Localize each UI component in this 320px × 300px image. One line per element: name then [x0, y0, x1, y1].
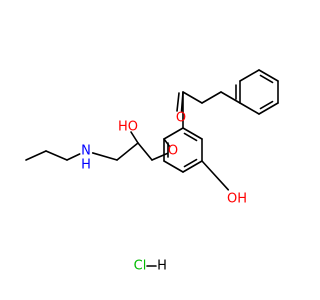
atom-label-chlorine: Cl	[134, 259, 147, 274]
atom-label-hcl-hydrogen: H	[157, 259, 167, 274]
ether-bond-ring	[163, 138, 171, 147]
side-chain-bond	[116, 142, 139, 161]
phenyl-bond	[239, 102, 260, 115]
benzene-double-bond	[183, 158, 198, 168]
atom-label-nitrogen-h: H	[81, 158, 91, 173]
phenol-bond	[201, 160, 230, 191]
stereo-hash-bond	[130, 131, 139, 144]
chain-bond	[182, 91, 203, 104]
amine-bond	[91, 152, 118, 161]
propyl-bond	[25, 150, 47, 161]
phenyl-double-bond	[259, 74, 274, 84]
chain-bond	[201, 91, 222, 104]
atom-label-hydroxy-chiral: HO	[118, 120, 138, 135]
atom-label-carbonyl-o: O	[176, 111, 186, 126]
propyl-bond	[66, 153, 81, 161]
phenyl-bond	[258, 69, 279, 82]
atom-label-ether-o: O	[168, 144, 178, 159]
benzene-bond	[182, 160, 203, 173]
ether-bond-chain	[151, 152, 169, 161]
propyl-bond	[45, 150, 68, 161]
phenyl-bond	[258, 102, 279, 115]
benzene-bond	[163, 127, 184, 140]
phenyl-bond	[239, 69, 260, 82]
phenyl-double-bond	[259, 100, 274, 110]
atom-label-phenol-oh: OH	[227, 192, 247, 207]
molecule-diagram: O O HO N H OH Cl H	[25, 69, 279, 274]
carbonyl-double-bond	[176, 92, 180, 112]
bond-layer	[25, 69, 279, 267]
benzene-bond	[163, 160, 184, 173]
benzene-double-bond	[183, 132, 198, 142]
atom-label-nitrogen: N	[81, 144, 91, 159]
benzene-bond	[182, 127, 203, 140]
side-chain-bond	[137, 142, 153, 161]
chain-bond	[220, 91, 241, 104]
